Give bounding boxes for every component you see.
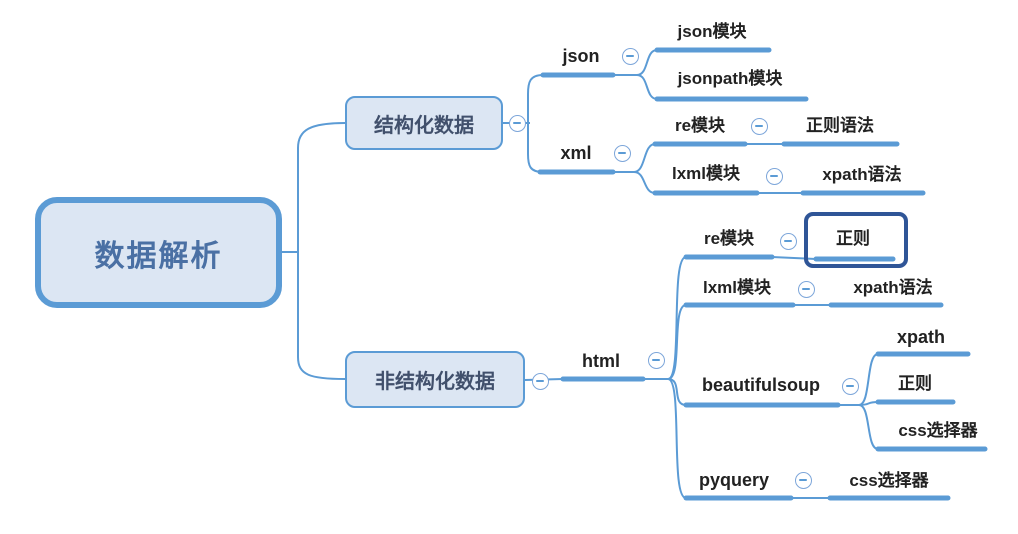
node-bs-regex[interactable]: 正则 xyxy=(898,374,932,393)
node-bs-xpath[interactable]: xpath xyxy=(896,327,946,347)
collapse-button-unstructured[interactable] xyxy=(531,372,549,390)
branch-line xyxy=(771,256,817,260)
node-xml-re-module[interactable]: re模块 xyxy=(674,116,726,135)
node-bs-css-selector[interactable]: css选择器 xyxy=(898,421,978,440)
minus-icon xyxy=(626,55,634,57)
node-structured-data-label: 结构化数据 xyxy=(374,114,474,137)
minus-icon xyxy=(513,122,521,124)
branch-line xyxy=(667,256,687,380)
minus-icon xyxy=(755,125,763,127)
collapse-button-xml[interactable] xyxy=(613,144,631,162)
branch-line xyxy=(527,74,544,173)
node-json-module[interactable]: json模块 xyxy=(677,22,747,41)
node-regex-selected[interactable]: 正则 xyxy=(836,229,870,248)
branch-line xyxy=(633,143,656,173)
branch-line xyxy=(667,378,687,406)
node-root-label: 数据解析 xyxy=(94,239,223,273)
node-xml-lxml-module[interactable]: lxml模块 xyxy=(671,164,741,183)
collapse-button-html-lxml[interactable] xyxy=(797,280,815,298)
collapse-button-structured[interactable] xyxy=(508,114,526,132)
node-pyquery[interactable]: pyquery xyxy=(698,470,770,490)
collapse-button-html-re[interactable] xyxy=(779,232,797,250)
branch-line xyxy=(297,122,346,380)
node-jsonpath-module[interactable]: jsonpath模块 xyxy=(677,69,783,88)
selected-node-highlight xyxy=(804,212,908,268)
node-pyquery-css-selector[interactable]: css选择器 xyxy=(849,471,929,490)
branch-line xyxy=(636,74,658,100)
node-xml[interactable]: xml xyxy=(560,143,592,163)
minus-icon xyxy=(784,240,792,242)
minus-icon xyxy=(799,479,807,481)
minus-icon xyxy=(846,385,854,387)
node-html-re-module[interactable]: re模块 xyxy=(703,229,755,248)
branch-line xyxy=(633,171,656,194)
collapse-button-xml-re[interactable] xyxy=(750,117,768,135)
branch-line xyxy=(667,304,687,380)
branch-line xyxy=(858,404,879,450)
node-unstructured-data[interactable]: 非结构化数据 xyxy=(345,351,525,408)
node-beautifulsoup[interactable]: beautifulsoup xyxy=(702,375,820,395)
minus-icon xyxy=(770,175,778,177)
node-json[interactable]: json xyxy=(562,46,600,66)
node-underlines xyxy=(537,47,988,501)
node-structured-data[interactable]: 结构化数据 xyxy=(345,96,503,150)
node-root[interactable]: 数据解析 xyxy=(35,197,282,308)
minus-icon xyxy=(618,152,626,154)
collapse-button-html[interactable] xyxy=(647,351,665,369)
node-regex-syntax[interactable]: 正则语法 xyxy=(806,116,874,135)
collapse-button-xml-lxml[interactable] xyxy=(765,167,783,185)
node-html[interactable]: html xyxy=(582,351,620,371)
minus-icon xyxy=(652,359,660,361)
node-xpath-syntax-bottom[interactable]: xpath语法 xyxy=(853,278,933,297)
collapse-button-json[interactable] xyxy=(621,47,639,65)
collapse-button-pyquery[interactable] xyxy=(794,471,812,489)
node-xpath-syntax-top[interactable]: xpath语法 xyxy=(822,165,902,184)
branch-line xyxy=(636,49,658,76)
minus-icon xyxy=(802,288,810,290)
minus-icon xyxy=(536,380,544,382)
branch-line xyxy=(858,353,879,406)
node-unstructured-data-label: 非结构化数据 xyxy=(375,371,495,393)
collapse-button-beautifulsoup[interactable] xyxy=(841,377,859,395)
branch-line xyxy=(667,378,687,499)
node-html-lxml-module[interactable]: lxml模块 xyxy=(702,278,772,297)
